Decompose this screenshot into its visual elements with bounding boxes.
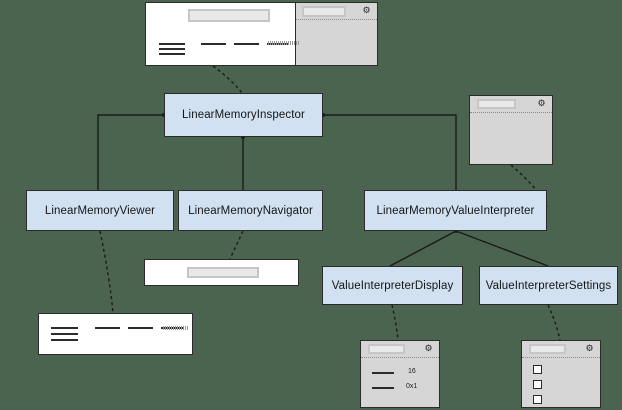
mockup-address-line xyxy=(51,339,78,341)
mockup-value-label xyxy=(372,372,394,374)
node-linear-memory-value-interpreter[interactable]: LinearMemoryValueInterpreter xyxy=(364,190,547,231)
mockup-byte-group xyxy=(95,327,120,329)
linear-memory-viewer-mockup xyxy=(38,313,193,355)
wire-inspector-interpreter xyxy=(323,114,457,190)
tether-inspector-mockup xyxy=(212,65,243,94)
mockup-checkbox xyxy=(533,395,542,404)
tether-display-mockup xyxy=(391,304,399,341)
wire-inspector-viewer xyxy=(97,114,164,190)
mockup-panel-toolbar: ⚙ xyxy=(470,96,552,113)
mockup-settings-input xyxy=(529,344,566,354)
value-interpreter-display-mockup: ⚙ 16 0x1 xyxy=(360,340,440,408)
mockup-settings-toolbar: ⚙ xyxy=(522,341,600,358)
mockup-ascii-dots xyxy=(268,41,300,45)
linear-memory-inspector-mockup: ⚙ xyxy=(145,2,378,66)
gear-icon: ⚙ xyxy=(362,5,371,15)
value-interpreter-settings-mockup: ⚙ xyxy=(521,340,601,408)
node-linear-memory-navigator[interactable]: LinearMemoryNavigator xyxy=(178,190,323,231)
mockup-ascii-dots xyxy=(163,326,188,330)
mockup-panel-input xyxy=(477,99,516,109)
node-linear-memory-inspector[interactable]: LinearMemoryInspector xyxy=(164,93,323,137)
mockup-address-line xyxy=(51,333,78,335)
node-value-interpreter-display[interactable]: ValueInterpreterDisplay xyxy=(322,266,463,305)
mockup-navigator-input xyxy=(187,267,259,278)
mockup-memory-pane xyxy=(146,3,295,65)
value-interpreter-panel-mockup: ⚙ xyxy=(469,95,553,165)
wire-interpreter-settings xyxy=(455,230,549,267)
mockup-byte-group xyxy=(128,327,153,329)
linear-memory-navigator-mockup xyxy=(144,259,299,286)
mockup-value-0x1: 0x1 xyxy=(406,383,418,390)
gear-icon: ⚙ xyxy=(424,343,433,353)
mockup-display-toolbar: ⚙ xyxy=(361,341,439,358)
tether-viewer-mockup xyxy=(99,230,114,314)
node-value-interpreter-settings[interactable]: ValueInterpreterSettings xyxy=(479,266,618,305)
mockup-address-line xyxy=(159,43,185,45)
mockup-value-label xyxy=(372,387,394,389)
mockup-value-16: 16 xyxy=(408,368,416,375)
gear-icon: ⚙ xyxy=(537,98,546,108)
mockup-address-line xyxy=(159,48,185,50)
mockup-byte-group xyxy=(201,43,226,45)
mockup-checkbox xyxy=(533,380,542,389)
mockup-sidebar-toolbar: ⚙ xyxy=(295,3,377,20)
mockup-address-line xyxy=(159,53,185,55)
gear-icon: ⚙ xyxy=(585,343,594,353)
mockup-display-input xyxy=(368,344,405,354)
mockup-byte-group xyxy=(234,43,259,45)
mockup-sidebar-pane: ⚙ xyxy=(294,3,377,65)
mockup-sidebar-input xyxy=(301,6,346,17)
mockup-address-input xyxy=(188,9,270,22)
mockup-checkbox xyxy=(533,365,542,374)
tether-settings-mockup xyxy=(547,304,561,341)
tether-navigator-mockup xyxy=(229,230,244,260)
node-linear-memory-viewer[interactable]: LinearMemoryViewer xyxy=(26,190,174,231)
mockup-address-line xyxy=(51,327,78,329)
wire-interpreter-display xyxy=(389,230,457,267)
